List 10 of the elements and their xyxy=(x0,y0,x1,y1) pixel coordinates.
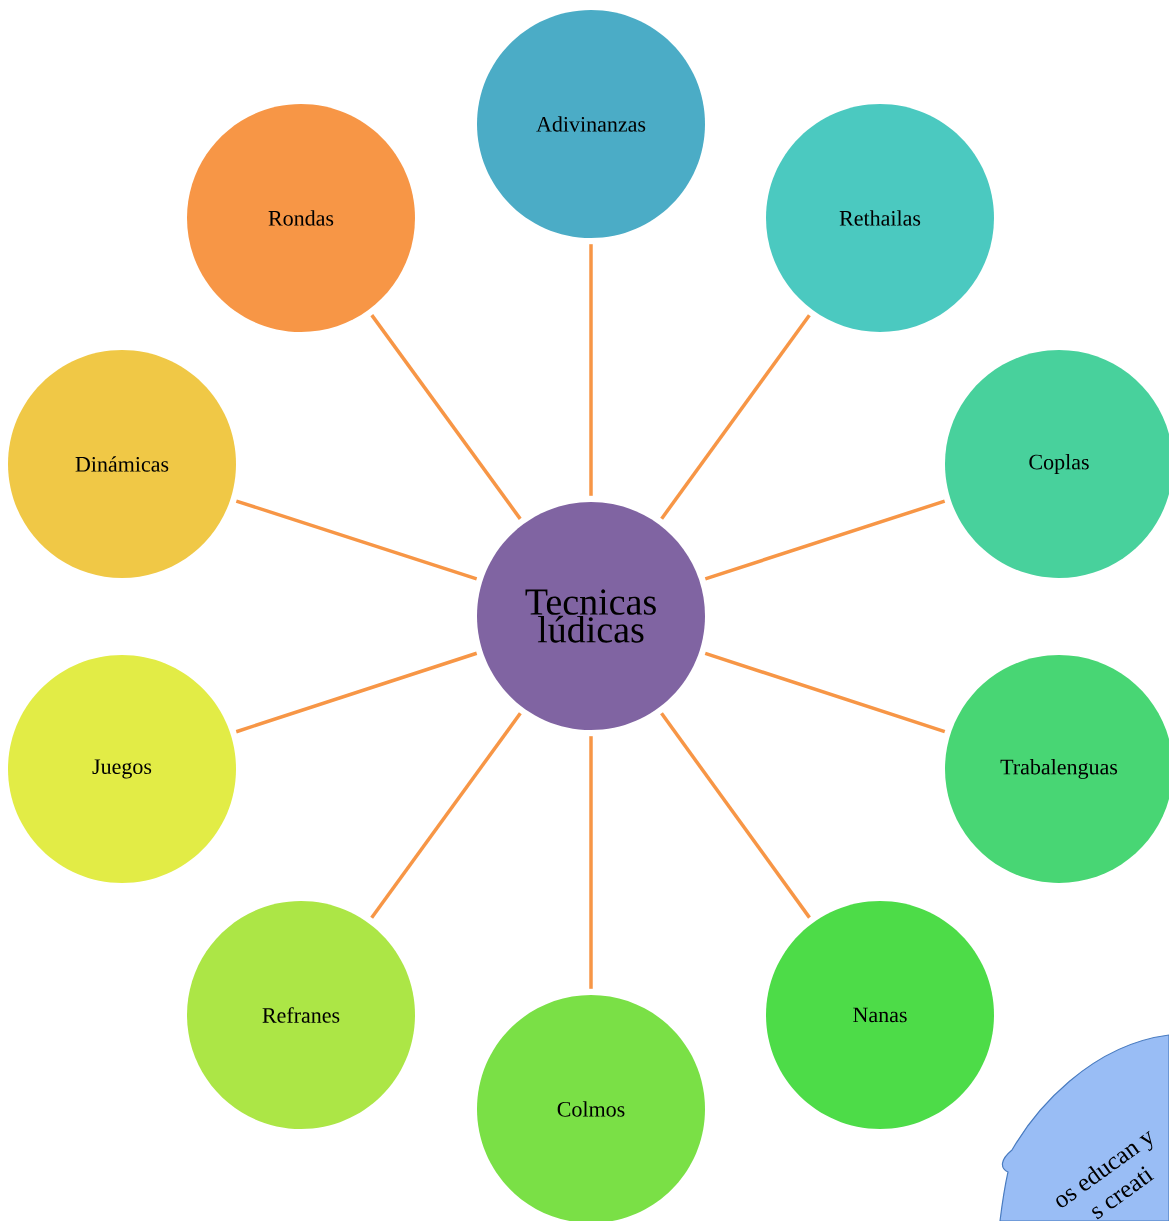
connector-line xyxy=(660,314,811,520)
connector-line xyxy=(235,651,478,734)
connector-line xyxy=(235,499,478,581)
connector-line xyxy=(370,712,522,919)
connector-line xyxy=(370,314,522,520)
connector-line xyxy=(589,736,593,989)
connector-line xyxy=(589,244,593,496)
connector-line xyxy=(704,499,946,581)
connector-line xyxy=(704,651,946,734)
connector-line xyxy=(660,712,811,919)
